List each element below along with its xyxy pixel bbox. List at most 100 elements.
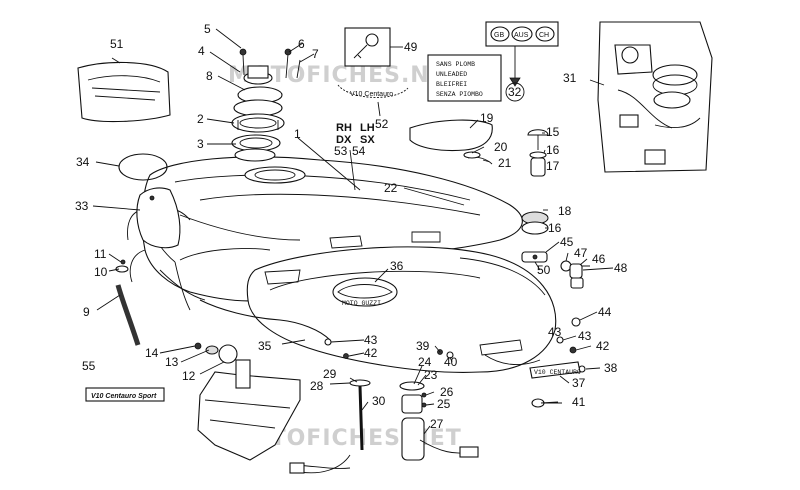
- fuel-decal-line-1: SANS PLOMB: [436, 61, 475, 68]
- callout-38: 38: [604, 361, 618, 375]
- fuel-decal-line-3: BLEIFREI: [436, 81, 467, 88]
- callout-37: 37: [572, 376, 586, 390]
- knee-pad: [409, 119, 493, 152]
- country-code-ch: CH: [539, 32, 549, 39]
- callout-2: 2: [197, 112, 204, 126]
- gasket-ring: [118, 153, 168, 181]
- label-lh: LH: [360, 122, 375, 134]
- callout-20: 20: [494, 140, 508, 154]
- callout-17: 17: [546, 159, 560, 173]
- callout-40: 40: [444, 355, 458, 369]
- callout-52: 52: [375, 117, 389, 131]
- tank-bag: [77, 61, 171, 123]
- callout-43-plate: 43: [548, 325, 562, 339]
- country-code-aus: AUS: [514, 32, 529, 39]
- leader-lines: [92, 28, 614, 435]
- label-rh: RH: [336, 122, 352, 134]
- callout-4: 4: [198, 44, 205, 58]
- callout-53: 53: [334, 144, 348, 158]
- callout-32-ring: [505, 82, 525, 102]
- mount-hardware-right: [463, 129, 549, 235]
- model-plate-text: V10 CENTAURO: [534, 369, 581, 376]
- tank-bracket: [197, 359, 351, 469]
- model-plate: V10 CENTAURO: [529, 361, 581, 379]
- callout-34: 34: [76, 155, 90, 169]
- moto-guzzi-badge: [332, 277, 398, 307]
- callout-3: 3: [197, 137, 204, 151]
- callout-25: 25: [437, 397, 451, 411]
- callout-49: 49: [404, 40, 418, 54]
- label-sx: SX: [360, 134, 375, 146]
- fuel-decal-line-4: SENZA PIOMBO: [436, 91, 483, 98]
- tank-side-cover: MOTO GUZZI: [246, 246, 557, 373]
- model-label-box: [85, 387, 165, 402]
- washer-43-lower: [324, 338, 332, 346]
- callout-42-right: 42: [596, 339, 610, 353]
- label-dx: DX: [336, 134, 352, 146]
- callout-48: 48: [614, 261, 628, 275]
- fuel-decal-line-2: UNLEADED: [436, 71, 467, 78]
- callout-42-lower: 42: [364, 346, 378, 360]
- callout-41: 41: [572, 395, 586, 409]
- callout-11: 11: [94, 247, 107, 261]
- callout-16-lower: 16: [548, 221, 562, 235]
- callout-23: 23: [424, 368, 438, 382]
- key-card: [344, 27, 391, 67]
- fuel-decal: SANS PLOMB UNLEADED BLEIFREI SENZA PIOMB…: [427, 54, 502, 102]
- callout-18: 18: [558, 204, 572, 218]
- callout-26: 26: [440, 385, 454, 399]
- bolt-42-lower: [343, 353, 349, 359]
- callout-22: 22: [384, 181, 398, 195]
- hose-fittings: [115, 259, 238, 364]
- callout-7: 7: [312, 47, 319, 61]
- callout-36: 36: [390, 259, 404, 273]
- callout-33: 33: [75, 199, 89, 213]
- fuel-pump-kit: [597, 21, 713, 173]
- filler-cap-assembly: [231, 48, 301, 162]
- callout-15: 15: [546, 125, 560, 139]
- callout-12: 12: [182, 369, 196, 383]
- callout-47: 47: [574, 246, 588, 260]
- emblem-text: V10 Centauro: [350, 91, 393, 98]
- callout-32: 32: [508, 85, 522, 99]
- callout-9: 9: [83, 305, 90, 319]
- callout-numbers: 1 2 3 4 5 6 7 8 9 10 11 12 13 14 15 16 1…: [75, 22, 628, 431]
- fuel-pump-unit: [399, 381, 479, 461]
- callout-5: 5: [204, 22, 211, 36]
- callout-43-lower: 43: [364, 333, 378, 347]
- callout-16-upper: 16: [546, 143, 560, 157]
- callout-55: 55: [82, 359, 96, 373]
- tank-lower-panel: [127, 209, 331, 341]
- callout-1: 1: [294, 127, 301, 141]
- callout-14: 14: [145, 346, 159, 360]
- callout-46: 46: [592, 252, 606, 266]
- model-label: V10 Centauro Sport: [91, 393, 157, 400]
- callout-30: 30: [372, 394, 386, 408]
- callout-45: 45: [560, 235, 574, 249]
- callout-27: 27: [430, 417, 444, 431]
- bolt-42-right: [569, 346, 577, 354]
- callout-8: 8: [206, 69, 213, 83]
- callout-35: 35: [258, 339, 272, 353]
- arc-emblem: V10 Centauro: [337, 84, 409, 98]
- callout-51: 51: [110, 37, 124, 51]
- callout-10: 10: [94, 265, 108, 279]
- callout-50: 50: [537, 263, 551, 277]
- callout-29: 29: [323, 367, 337, 381]
- callout-28: 28: [310, 379, 324, 393]
- callout-6: 6: [298, 37, 305, 51]
- badge-text: MOTO GUZZI: [342, 300, 381, 307]
- country-code-gb: GB: [494, 32, 504, 39]
- fuel-tank: [139, 156, 523, 302]
- callout-24: 24: [418, 355, 432, 369]
- callout-21: 21: [498, 156, 512, 170]
- country-codes-box: GB AUS CH: [485, 21, 559, 87]
- front-cover: [136, 187, 181, 249]
- callout-54: 54: [352, 144, 366, 158]
- callout-31: 31: [563, 71, 577, 85]
- callout-19: 19: [480, 111, 494, 125]
- callout-13: 13: [165, 355, 179, 369]
- callout-39: 39: [416, 339, 430, 353]
- washer-44: [571, 317, 581, 327]
